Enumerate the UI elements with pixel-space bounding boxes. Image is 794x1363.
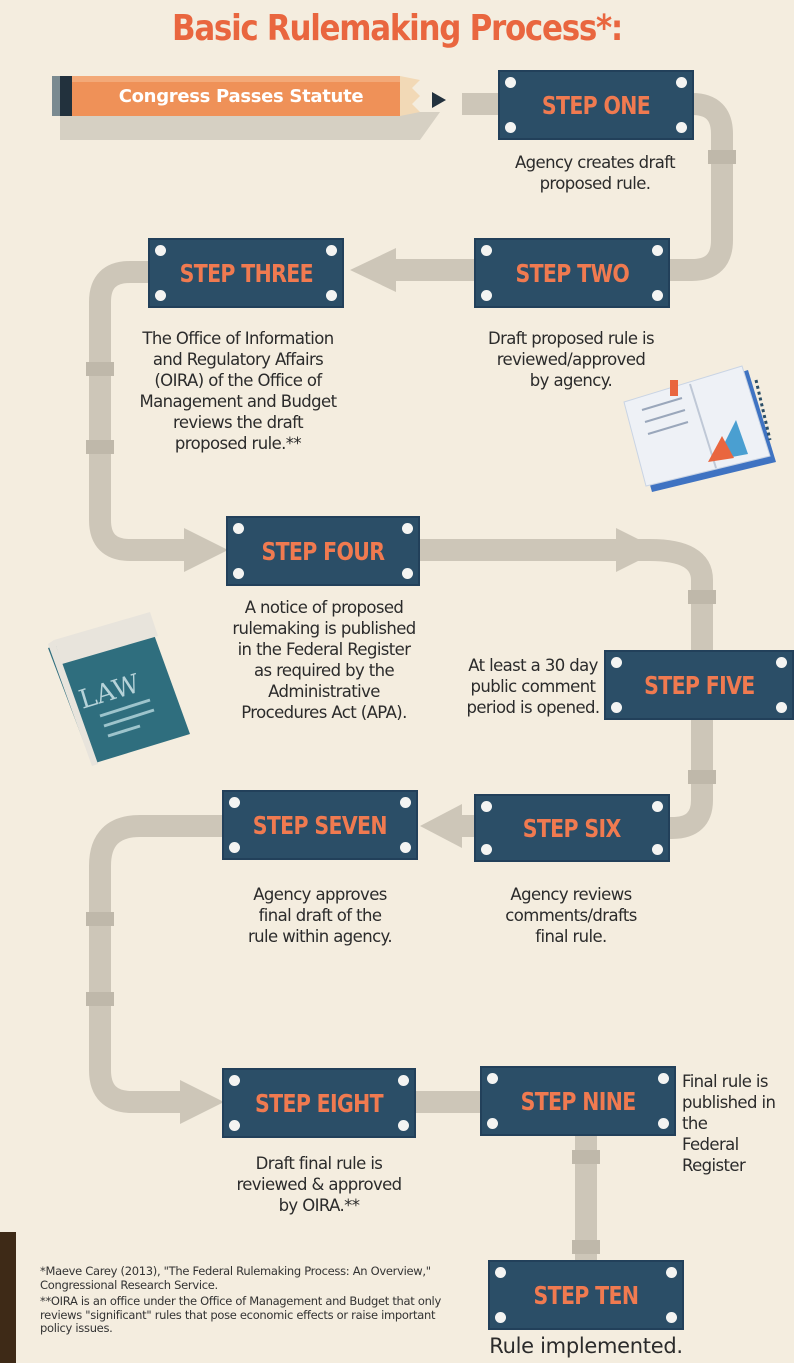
step-nine-label: STEP NINE: [520, 1086, 637, 1116]
step-seven-desc: Agency approves final draft of the rule …: [247, 885, 393, 946]
law-book-icon: LAW: [48, 612, 190, 766]
pipe-one-to-two: [668, 93, 733, 281]
step-five-label: STEP FIVE: [643, 670, 755, 700]
step-one-label: STEP ONE: [541, 90, 651, 120]
step-one-plate: STEP ONE: [498, 70, 694, 140]
pencil-icon: [52, 76, 446, 140]
step-seven-label: STEP SEVEN: [252, 810, 388, 840]
step-ten-plate: STEP TEN: [488, 1260, 684, 1330]
step-five-plate: STEP FIVE: [604, 650, 794, 720]
page-title: Basic Rulemaking Process*:: [172, 8, 623, 49]
pipe-seven-to-eight: [89, 815, 222, 1113]
step-seven-plate: STEP SEVEN: [222, 790, 418, 860]
step-ten-desc: Rule implemented.: [489, 1334, 683, 1358]
footnote-oira: **OIRA is an office under the Office of …: [40, 1294, 441, 1335]
step-three-label: STEP THREE: [179, 258, 313, 288]
pipe-joint: [572, 1150, 600, 1164]
step-three-plate: STEP THREE: [148, 238, 344, 308]
step-two-plate: STEP TWO: [474, 238, 670, 308]
step-three-desc: The Office of Information and Regulatory…: [139, 329, 338, 453]
step-two-desc: Draft proposed rule is reviewed/approved…: [487, 329, 655, 390]
step-nine-plate: STEP NINE: [480, 1066, 676, 1136]
pipe-joint: [86, 440, 114, 454]
step-six-plate: STEP SIX: [474, 794, 670, 862]
arrow-into-eight: [180, 1080, 224, 1124]
pipe-three-to-four: [89, 261, 190, 561]
pipe-joint: [688, 590, 716, 604]
step-four-plate: STEP FOUR: [226, 516, 420, 586]
step-ten-label: STEP TEN: [533, 1280, 639, 1310]
footnote-source: *Maeve Carey (2013), "The Federal Rulema…: [40, 1264, 431, 1292]
step-four-desc: A notice of proposed rulemaking is publi…: [232, 598, 416, 722]
step-six-desc: Agency reviews comments/drafts final rul…: [505, 885, 637, 946]
start-label: Congress Passes Statute: [118, 86, 364, 107]
pipe-joint: [688, 770, 716, 784]
step-five-desc: At least a 30 day public comment period …: [466, 656, 600, 717]
step-eight-label: STEP EIGHT: [255, 1088, 384, 1118]
notebook-icon: [623, 365, 776, 492]
arrow-into-four: [184, 528, 228, 572]
step-eight-desc: Draft final rule is reviewed & approved …: [236, 1154, 402, 1215]
step-four-label: STEP FOUR: [261, 536, 386, 566]
step-six-label: STEP SIX: [523, 813, 622, 843]
arrow-into-five: [616, 528, 660, 572]
pipe-joint: [708, 150, 736, 164]
step-nine-desc: Final rule is published in the Federal R…: [682, 1072, 776, 1175]
arrow-two-to-three: [350, 248, 396, 292]
pipe-joint: [86, 992, 114, 1006]
arrow-six-to-seven: [420, 804, 462, 848]
footnotes: *Maeve Carey (2013), "The Federal Rulema…: [40, 1264, 470, 1339]
pipe-joint: [86, 912, 114, 926]
edge-decoration: [0, 1232, 16, 1363]
pipe-joint: [86, 362, 114, 376]
step-two-label: STEP TWO: [515, 258, 629, 288]
pipe-joint: [572, 1240, 600, 1254]
step-eight-plate: STEP EIGHT: [222, 1068, 416, 1138]
step-one-desc: Agency creates draft proposed rule.: [514, 153, 676, 193]
